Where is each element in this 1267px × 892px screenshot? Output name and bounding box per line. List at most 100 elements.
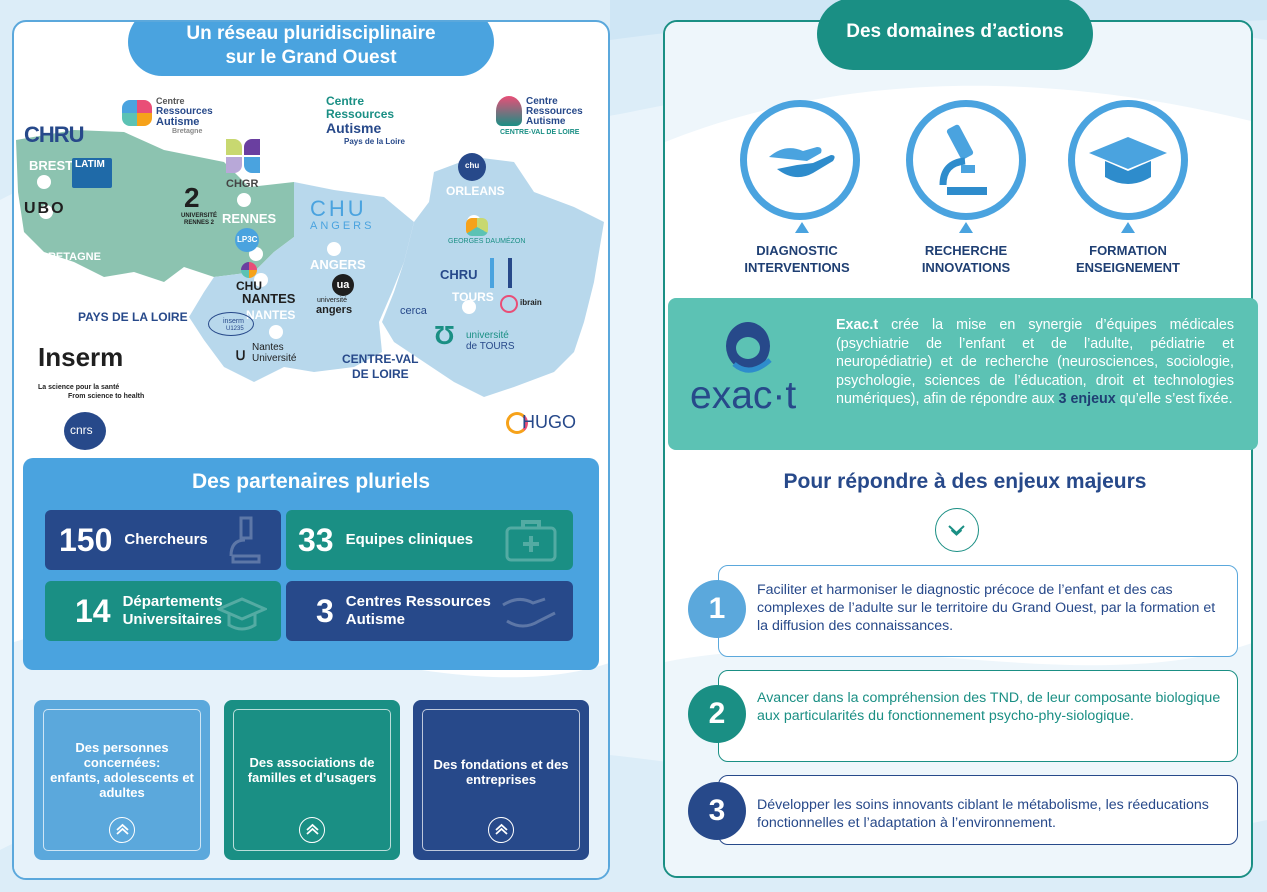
stat-centres: 3 Centres Ressources Autisme: [286, 581, 573, 641]
lp3c-text: LP3C: [237, 235, 258, 244]
exact-description: Exac.t crée la mise en synergie d’équipe…: [836, 316, 1234, 409]
card-fondations-text: Des fondations et des entreprises: [423, 757, 579, 787]
domain-triangle-1: [795, 222, 809, 233]
domain-triangle-3: [1121, 222, 1135, 233]
stat-departements-label: Départements Universitaires: [123, 593, 223, 629]
logo-ibrain: ibrain: [500, 295, 542, 321]
cra-cvl-line4: CENTRE-VAL DE LOIRE: [500, 129, 580, 136]
card-associations-chevron-up-icon[interactable]: [299, 817, 325, 843]
inserm-u1235-line1: inserm: [223, 318, 245, 325]
cra-pdl-line2: Ressources: [326, 107, 395, 121]
logo-univ-tours-mark: Ʊ: [434, 320, 455, 350]
cra-cvl-line2: Ressources: [526, 106, 583, 117]
left-title-line2: sur le Grand Ouest: [225, 47, 397, 68]
card-associations-line1: Des associations de: [249, 755, 375, 770]
logo-chru-brest: CHRU: [24, 122, 85, 148]
partners-box: Des partenaires pluriels 150 Chercheurs …: [23, 458, 599, 670]
exact-logo-text: exac·t: [690, 374, 797, 417]
card-associations[interactable]: Des associations de familles et d’usager…: [224, 700, 400, 860]
chgr-shape-d: [244, 157, 260, 173]
stat-departements-label-2: Universitaires: [122, 611, 222, 628]
stat-departements: 14 Départements Universitaires: [45, 581, 281, 641]
domain-triangle-2: [959, 222, 973, 233]
enjeu-card-1: Faciliter et harmoniser le diagnostic pr…: [718, 565, 1238, 657]
domain-diagnostic-l2: INTERVENTIONS: [744, 260, 850, 275]
card-associations-text: Des associations de familles et d’usager…: [234, 755, 390, 785]
card-personnes[interactable]: Des personnes concernées: enfants, adole…: [34, 700, 210, 860]
stat-chercheurs: 150 Chercheurs: [45, 510, 281, 570]
card-personnes-border: [43, 709, 201, 851]
domain-label-recherche: RECHERCHE INNOVATIONS: [886, 242, 1046, 276]
stat-equipes: 33 Equipes cliniques: [286, 510, 573, 570]
city-tours: TOURS: [452, 290, 494, 304]
region-pdl: PAYS DE LA LOIRE: [78, 310, 188, 324]
map-dot-ubo: [39, 205, 53, 219]
domain-label-formation: FORMATION ENSEIGNEMENT: [1048, 242, 1208, 276]
domain-formation-l2: ENSEIGNEMENT: [1075, 260, 1180, 275]
logo-univ-rennes-mark: 2: [184, 182, 200, 213]
card-fondations-line2: entreprises: [465, 772, 537, 787]
logo-chru-tours: CHRU: [440, 267, 478, 282]
chu-orleans-text: chu: [465, 161, 480, 170]
logo-daumezon: GEORGES DAUMÉZON: [448, 238, 526, 245]
exact-highlight: 3 enjeux: [1058, 391, 1116, 407]
card-fondations-chevron-up-icon[interactable]: [488, 817, 514, 843]
cra-pdl-line1: Centre: [326, 94, 365, 108]
stat-departements-label-1: Départements: [122, 593, 223, 610]
cra-cvl-line1: Centre: [526, 96, 558, 107]
card-fondations[interactable]: Des fondations et des entreprises: [413, 700, 589, 860]
domain-circle-formation: [1068, 100, 1188, 220]
logo-chgr: CHGR: [226, 178, 259, 190]
stat-equipes-label: Equipes cliniques: [345, 531, 474, 548]
map-dot-rennes: [237, 193, 251, 207]
card-associations-border: [233, 709, 391, 851]
enjeux-chevron-down-icon[interactable]: [935, 508, 979, 552]
latim-text: LATIM: [75, 159, 105, 170]
stat-chercheurs-num: 150: [59, 521, 113, 558]
card-associations-line2: familles et d’usagers: [247, 770, 377, 785]
left-title-line1: Un réseau pluridisciplinaire: [186, 23, 436, 44]
chgr-shape-b: [244, 139, 260, 155]
logo-chu-nantes-2: NANTES: [242, 291, 296, 306]
logo-chu-orleans: chu: [458, 153, 486, 181]
region-cvl-2: DE LOIRE: [352, 367, 409, 381]
logo-inserm: Inserm: [38, 342, 124, 372]
cra-bretagne-line1: Centre: [156, 96, 185, 106]
city-nantes: NANTES: [246, 308, 296, 322]
ibrain-brain-icon: [500, 295, 518, 313]
graduation-cap-ghost-icon: [217, 597, 267, 631]
univ-rennes-line1: UNIVERSITÉ: [181, 213, 218, 219]
logo-ua-icon: ua: [332, 274, 354, 296]
map-dot-brest: [37, 175, 51, 189]
card-personnes-chevron-up-icon[interactable]: [109, 817, 135, 843]
logo-chu-angers-2: ANGERS: [310, 220, 375, 232]
cnrs-text: cnrs: [70, 423, 93, 437]
cra-cvl-line3: Autisme: [526, 116, 566, 127]
partners-title: Des partenaires pluriels: [191, 470, 431, 493]
city-rennes: RENNES: [222, 211, 277, 226]
enjeu-number-1: 1: [688, 580, 746, 638]
enjeu-2-text: Avancer dans la compréhension des TND, d…: [757, 690, 1221, 724]
chgr-shape-c: [226, 157, 242, 173]
ua-line2: angers: [316, 304, 353, 316]
cra-bretagne-line4: Bretagne: [172, 128, 203, 135]
card-personnes-line2: concernées:: [83, 755, 161, 770]
enjeu-1-text: Faciliter et harmoniser le diagnostic pr…: [757, 582, 1216, 634]
card-fondations-border: [422, 709, 580, 851]
stat-departements-num: 14: [75, 592, 111, 629]
stat-centres-label-1: Centres Ressources: [345, 593, 491, 610]
enjeux-title: Pour répondre à des enjeux majeurs: [783, 470, 1147, 493]
exact-text-b: qu’elle s’est fixée.: [1115, 391, 1233, 407]
cra-pdl-line4: Pays de la Loire: [344, 137, 405, 146]
map-dot-tours: [462, 300, 476, 314]
left-title-pill: Un réseau pluridisciplinaire sur le Gran…: [128, 22, 494, 76]
medical-kit-ghost-icon: [505, 520, 557, 562]
card-fondations-line1: Des fondations et des: [433, 757, 569, 772]
domain-recherche-l2: INNOVATIONS: [921, 260, 1011, 275]
grand-ouest-map: [16, 130, 604, 397]
card-personnes-text: Des personnes concernées: enfants, adole…: [44, 740, 200, 800]
region-cvl-1: CENTRE-VAL: [342, 352, 419, 366]
hands-ghost-icon: [502, 597, 556, 628]
chru-tours-mark-icon: [490, 258, 512, 288]
logo-latim: LATIM: [72, 158, 112, 188]
